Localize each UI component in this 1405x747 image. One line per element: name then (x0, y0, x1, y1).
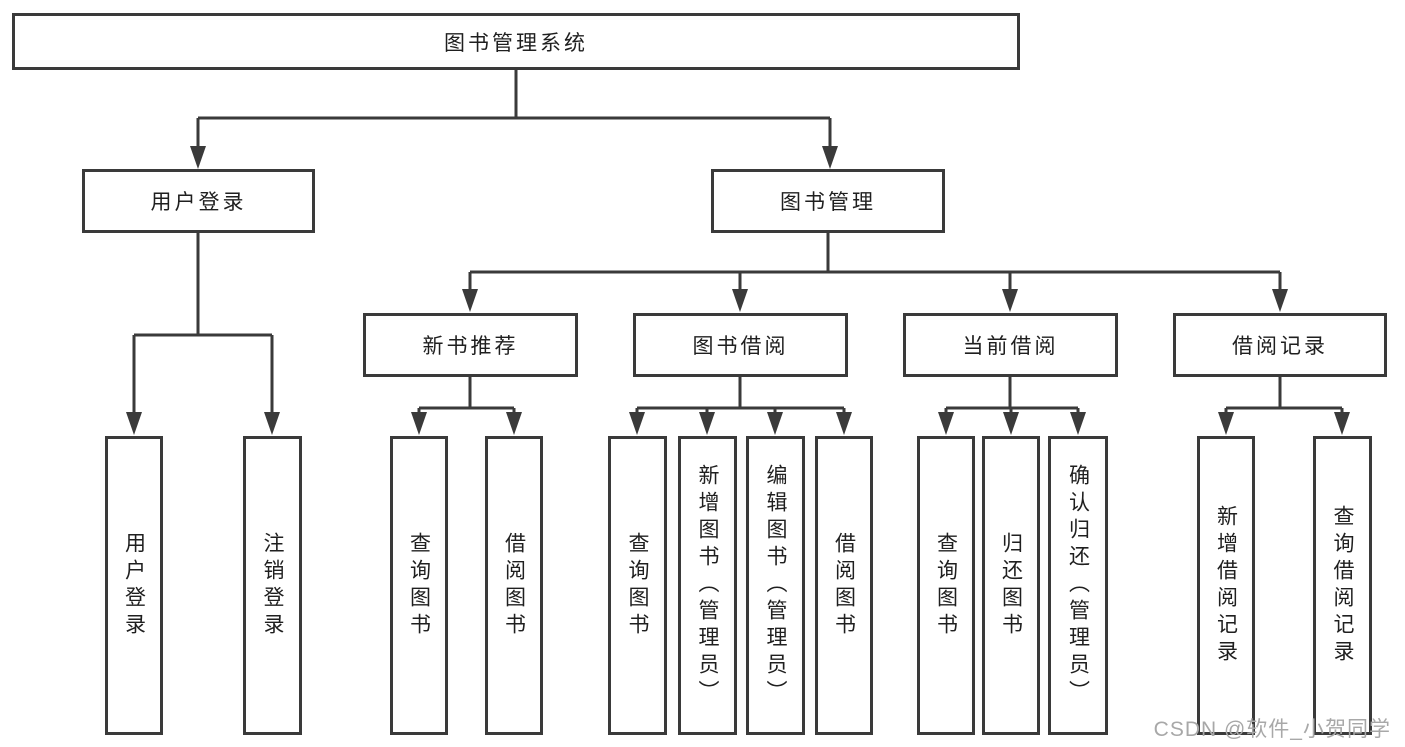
leaf-user-login: 用户登录 (105, 436, 163, 735)
node-book-borrowing: 图书借阅 (633, 313, 848, 377)
csdn-watermark: CSDN @软件_小贺同学 (1153, 718, 1391, 741)
node-borrowing-records: 借阅记录 (1173, 313, 1387, 377)
leaf-recommend-query-books: 查询图书 (390, 436, 448, 735)
connector-newbooks-to-leaves (411, 377, 522, 435)
node-new-book-recommend: 新书推荐 (363, 313, 578, 377)
connector-current-to-leaves (938, 377, 1086, 435)
connector-userlogin-to-leaves (126, 233, 280, 435)
leaf-current-confirm-return-admin: 确认归还（管理员） (1048, 436, 1108, 735)
leaf-recommend-borrow-books: 借阅图书 (485, 436, 543, 735)
node-current-borrowing: 当前借阅 (903, 313, 1118, 377)
node-root-system: 图书管理系统 (12, 13, 1020, 70)
leaf-records-query-record: 查询借阅记录 (1313, 436, 1372, 735)
leaf-borrowing-edit-books-admin: 编辑图书（管理员） (746, 436, 805, 735)
connector-bookmgmt-to-level3 (462, 233, 1288, 312)
leaf-records-add-record: 新增借阅记录 (1197, 436, 1255, 735)
node-user-login-branch: 用户登录 (82, 169, 315, 233)
connector-records-to-leaves (1218, 377, 1350, 435)
leaf-borrowing-borrow-books: 借阅图书 (815, 436, 873, 735)
leaf-current-query-books: 查询图书 (917, 436, 975, 735)
leaf-logout: 注销登录 (243, 436, 302, 735)
leaf-current-return-books: 归还图书 (982, 436, 1040, 735)
leaf-borrowing-query-books: 查询图书 (608, 436, 667, 735)
connector-root-to-level2 (190, 70, 838, 169)
node-book-management-branch: 图书管理 (711, 169, 945, 233)
leaf-borrowing-add-books-admin: 新增图书（管理员） (678, 436, 737, 735)
connector-borrowing-to-leaves (629, 377, 852, 435)
